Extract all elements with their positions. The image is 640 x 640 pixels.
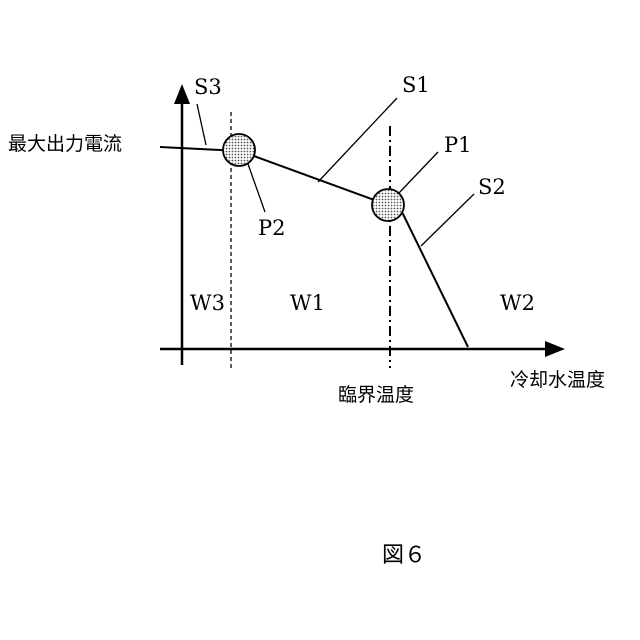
max-current-curve <box>160 147 468 347</box>
region-w3-label: W3 <box>190 291 225 315</box>
x-axis-label: 冷却水温度 <box>510 369 605 391</box>
s1-label: S1 <box>402 73 430 97</box>
p2-leader-line <box>248 164 265 212</box>
y-axis-arrowhead <box>174 84 190 104</box>
region-w1-label: W1 <box>290 291 325 315</box>
s3-label: S3 <box>194 75 222 99</box>
figure-caption: 図６ <box>382 543 426 568</box>
p1-label: P1 <box>444 133 472 157</box>
p2-label: P2 <box>258 216 286 240</box>
point-p1-marker <box>372 189 404 221</box>
s1-leader-line <box>318 98 397 182</box>
critical-temperature-label: 臨界温度 <box>338 384 414 406</box>
point-p2-marker <box>223 134 255 166</box>
s2-label: S2 <box>478 175 506 199</box>
p1-leader-line <box>398 152 438 194</box>
y-axis-label: 最大出力電流 <box>8 133 122 155</box>
region-w2-label: W2 <box>500 291 535 315</box>
x-axis-arrowhead <box>545 341 565 357</box>
s3-leader-line <box>197 104 206 145</box>
s2-leader-line <box>421 194 474 246</box>
